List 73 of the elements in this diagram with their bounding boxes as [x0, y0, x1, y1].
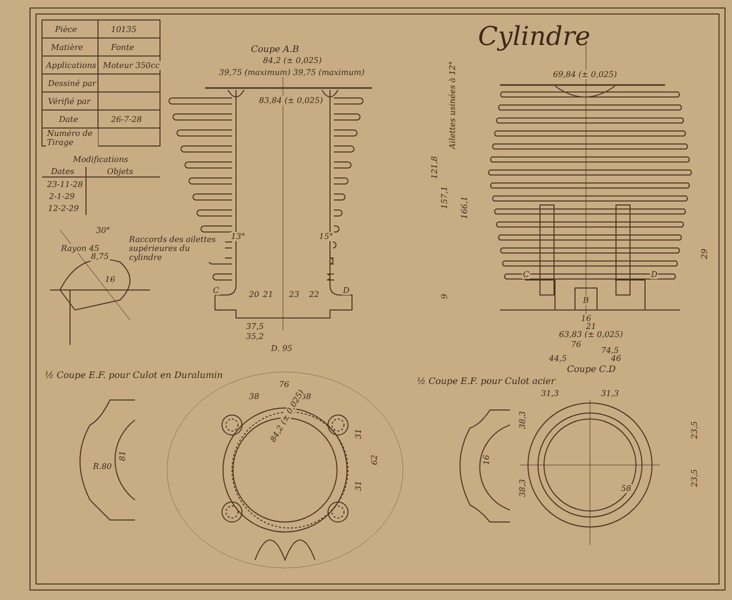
dimension-label: D	[650, 270, 658, 279]
dimension-label: 76	[570, 340, 582, 349]
dimension-label: 23,5	[690, 420, 699, 440]
dimension-label: B	[582, 296, 590, 305]
dimension-label: 81	[118, 450, 127, 462]
dimension-label: 38	[248, 392, 260, 401]
dimension-label: 63,83 (± 0,025)	[558, 330, 624, 339]
table-heading: Modifications	[72, 155, 130, 164]
dimension-label: Rayon 45	[60, 244, 100, 253]
dimension-label: 31	[354, 480, 363, 492]
drawing-title: Cylindre	[478, 22, 590, 52]
dimension-label: 22	[308, 290, 320, 299]
dimension-label: 23,5	[690, 468, 699, 488]
dimension-label: 15°	[318, 232, 334, 241]
dimension-label: 62	[370, 454, 379, 466]
dimension-label: 58	[620, 484, 632, 493]
table-cell: Moteur 350cc	[102, 61, 161, 70]
dimension-label: 157,1	[440, 185, 449, 210]
view-title: ½ Coupe E.F. pour Culot en Duralumin	[44, 372, 224, 381]
dimension-label: 16	[482, 454, 491, 466]
table-cell: Objets	[106, 167, 134, 176]
dimension-label: 83,84 (± 0,025)	[258, 96, 324, 105]
table-cell: 2-1-29	[48, 192, 76, 201]
dimension-label: 16	[104, 275, 116, 284]
dimension-label: 9	[440, 292, 449, 300]
dimension-label: 38,3	[518, 410, 527, 430]
dimension-label: 37,5	[245, 322, 265, 331]
table-cell: Pièce	[54, 25, 78, 34]
dimension-label: C	[212, 286, 220, 295]
table-cell: Fonte	[110, 43, 136, 52]
table-cell: Matière	[50, 43, 84, 52]
dimension-label: 20	[248, 290, 260, 299]
dimension-label: 23	[288, 290, 300, 299]
table-cell: Vérifié par	[47, 97, 92, 106]
dimension-label: 29	[700, 248, 709, 260]
dimension-label: 39,75 (maximum)	[218, 68, 292, 77]
dimension-label: 69,84 (± 0,025)	[552, 70, 618, 79]
note-text: Raccords des ailettes supérieures du cylindre	[128, 235, 225, 262]
dimension-label: 35,2	[245, 332, 265, 341]
table-cell: Date	[58, 115, 80, 124]
dimension-label: 44,5	[548, 354, 568, 363]
table-cell: 10135	[110, 25, 138, 34]
dimension-label: 31,3	[540, 389, 560, 398]
dimension-label: C	[522, 270, 530, 279]
table-cell: Dessiné par	[47, 79, 98, 88]
dimension-label: 166,1	[460, 195, 469, 220]
dimension-label: 21	[262, 290, 274, 299]
table-cell: 23-11-28	[46, 180, 84, 189]
dimension-label: 39,75 (maximum)	[292, 68, 366, 77]
dimension-label: 13°	[230, 232, 246, 241]
dimension-label: 38,3	[518, 478, 527, 498]
view-title: Coupe C.D	[566, 366, 617, 375]
dimension-label: 74,5	[600, 346, 620, 355]
table-cell: Dates	[50, 167, 76, 176]
note-text: Ailettes usinées à 12°	[448, 60, 457, 150]
table-cell: Applications	[45, 61, 98, 70]
dimension-label: 121,8	[430, 155, 439, 180]
dimension-label: 46	[610, 354, 622, 363]
dimension-label: 8,75	[90, 252, 110, 261]
view-title: Coupe A.B	[250, 46, 300, 55]
dimension-label: 30°	[95, 226, 112, 235]
view-title: ½ Coupe E.F. pour Culot acier	[416, 378, 556, 387]
dimension-label: 16	[580, 314, 592, 323]
dimension-label: 76	[278, 380, 290, 389]
table-cell: Numéro de Tirage	[46, 129, 98, 147]
table-cell: 26-7-28	[110, 115, 143, 124]
dimension-label: 31	[354, 428, 363, 440]
dimension-label: D	[342, 286, 350, 295]
dimension-label: 31,3	[600, 389, 620, 398]
dimension-label: 84,2 (± 0,025)	[262, 56, 323, 65]
table-cell: 12-2-29	[47, 204, 80, 213]
dimension-label: D. 95	[270, 344, 294, 353]
dimension-label: R.80	[92, 462, 113, 471]
